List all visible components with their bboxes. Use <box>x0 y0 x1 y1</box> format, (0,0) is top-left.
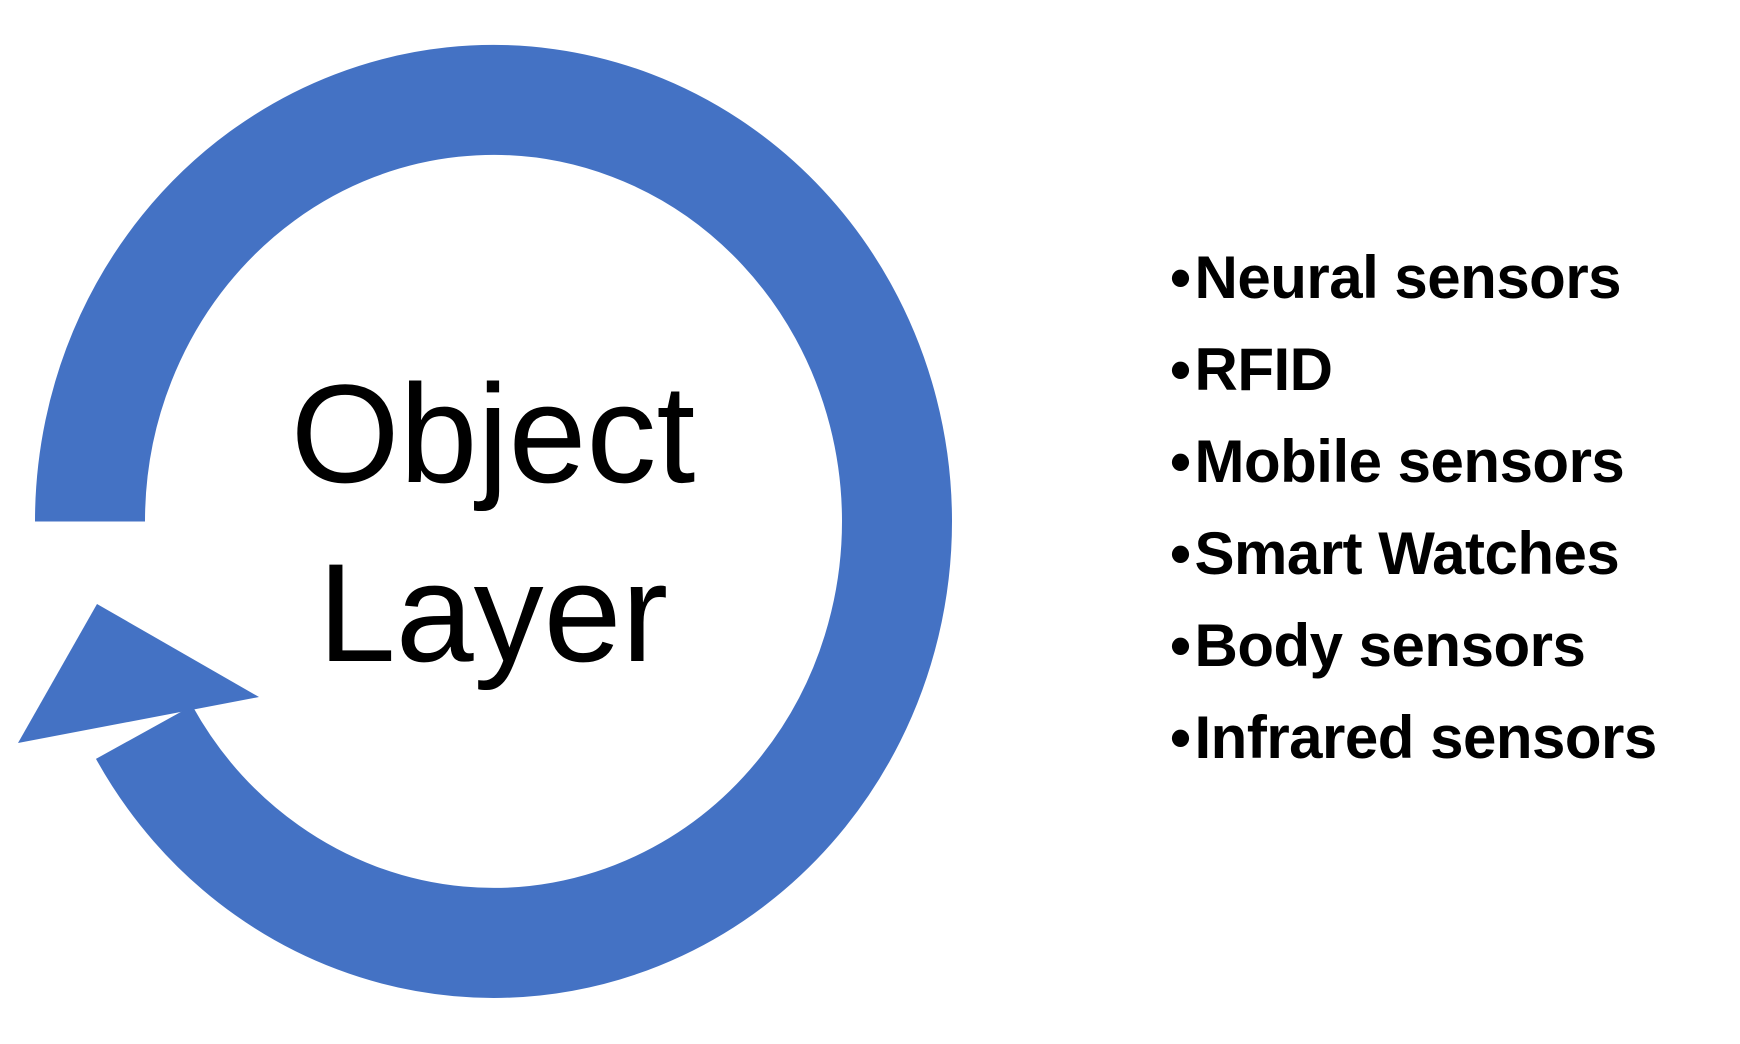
bullet-icon: • <box>1170 612 1191 679</box>
bullet-icon: • <box>1170 520 1191 587</box>
list-item: •Mobile sensors <box>1170 416 1657 508</box>
sensor-item-label: Body sensors <box>1194 612 1586 679</box>
list-item: •Smart Watches <box>1170 508 1657 600</box>
list-item: •Infrared sensors <box>1170 692 1657 784</box>
bullet-icon: • <box>1170 704 1191 771</box>
bullet-icon: • <box>1170 336 1191 403</box>
sensor-item-label: Neural sensors <box>1194 244 1622 311</box>
sensor-item-label: Smart Watches <box>1194 520 1620 587</box>
sensor-item-label: Infrared sensors <box>1194 704 1658 771</box>
list-item: •Neural sensors <box>1170 232 1657 324</box>
list-item: •RFID <box>1170 324 1657 416</box>
sensor-item-label: RFID <box>1194 336 1333 403</box>
list-item: •Body sensors <box>1170 600 1657 692</box>
sensor-list: •Neural sensors •RFID •Mobile sensors •S… <box>1170 232 1657 784</box>
bullet-icon: • <box>1170 244 1191 311</box>
circular-arrow-head-icon <box>18 604 259 743</box>
circular-arrow-ring <box>35 44 952 998</box>
bullet-icon: • <box>1170 428 1191 495</box>
circular-arrow-icon <box>18 44 952 998</box>
sensor-item-label: Mobile sensors <box>1194 428 1625 495</box>
circle-label: Object Layer <box>290 355 696 692</box>
